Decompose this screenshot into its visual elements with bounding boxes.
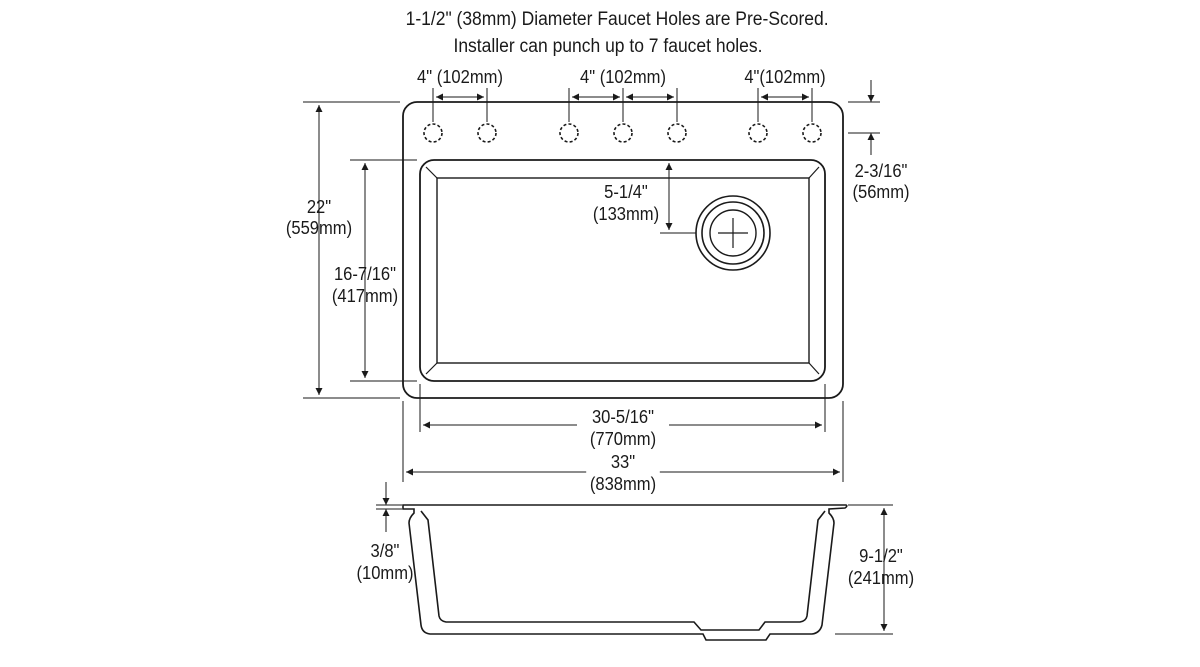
sink-side-profile xyxy=(402,504,848,641)
outer-depth-dimension xyxy=(303,101,400,399)
bowl-outer xyxy=(419,159,826,382)
outer-depth-mm-label: (559mm) xyxy=(285,218,353,238)
outer-depth-in-label: 22" xyxy=(306,197,332,217)
rim-thickness-dimension xyxy=(376,482,402,532)
bowl-depth-dimension xyxy=(350,159,417,382)
faucet-spacing-mid-label: 4" (102mm) xyxy=(580,67,666,87)
bowl-height-mm-label: (241mm) xyxy=(847,568,915,588)
bowl-height-in-label: 9-1/2" xyxy=(859,546,903,566)
faucet-holes xyxy=(423,123,822,143)
bowl-depth-in-label: 16-7/16" xyxy=(333,264,397,284)
drain-offset-mm-label: (133mm) xyxy=(592,204,660,224)
rim-to-holes-in-label: 2-3/16" xyxy=(854,161,908,181)
faucet-hole xyxy=(667,123,687,143)
bowl-corner-bevels xyxy=(425,166,820,375)
faucet-hole xyxy=(748,123,768,143)
faucet-spacing-right-label: 4"(102mm) xyxy=(744,67,826,87)
drain-offset-dimension xyxy=(660,163,696,234)
drain xyxy=(695,195,771,271)
bowl-width-mm-label: (770mm) xyxy=(589,429,657,449)
outer-width-mm-label: (838mm) xyxy=(589,474,657,494)
bowl-height-dimension xyxy=(835,504,893,635)
faucet-hole xyxy=(802,123,822,143)
bowl-width-in-label: 30-5/16" xyxy=(577,406,669,428)
faucet-hole xyxy=(613,123,633,143)
faucet-hole xyxy=(477,123,497,143)
faucet-hole-note-line2: Installer can punch up to 7 faucet holes… xyxy=(453,36,763,57)
outer-width-in-label: 33" xyxy=(586,451,660,473)
bowl-inner xyxy=(436,177,810,364)
rim-to-holes-mm-label: (56mm) xyxy=(852,182,910,202)
faucet-spacing-left-label: 4" (102mm) xyxy=(417,67,503,87)
faucet-hole xyxy=(559,123,579,143)
rim-thickness-mm-label: (10mm) xyxy=(356,563,414,583)
rim-thickness-in-label: 3/8" xyxy=(370,541,400,561)
sink-outer-rim xyxy=(402,101,844,399)
faucet-hole-note-line1: 1-1/2" (38mm) Diameter Faucet Holes are … xyxy=(405,9,829,30)
faucet-spacing-extension-lines xyxy=(432,88,813,122)
rim-to-holes-dimension xyxy=(848,80,880,155)
drain-offset-in-label: 5-1/4" xyxy=(604,182,648,202)
faucet-hole xyxy=(423,123,443,143)
bowl-depth-mm-label: (417mm) xyxy=(331,286,399,306)
